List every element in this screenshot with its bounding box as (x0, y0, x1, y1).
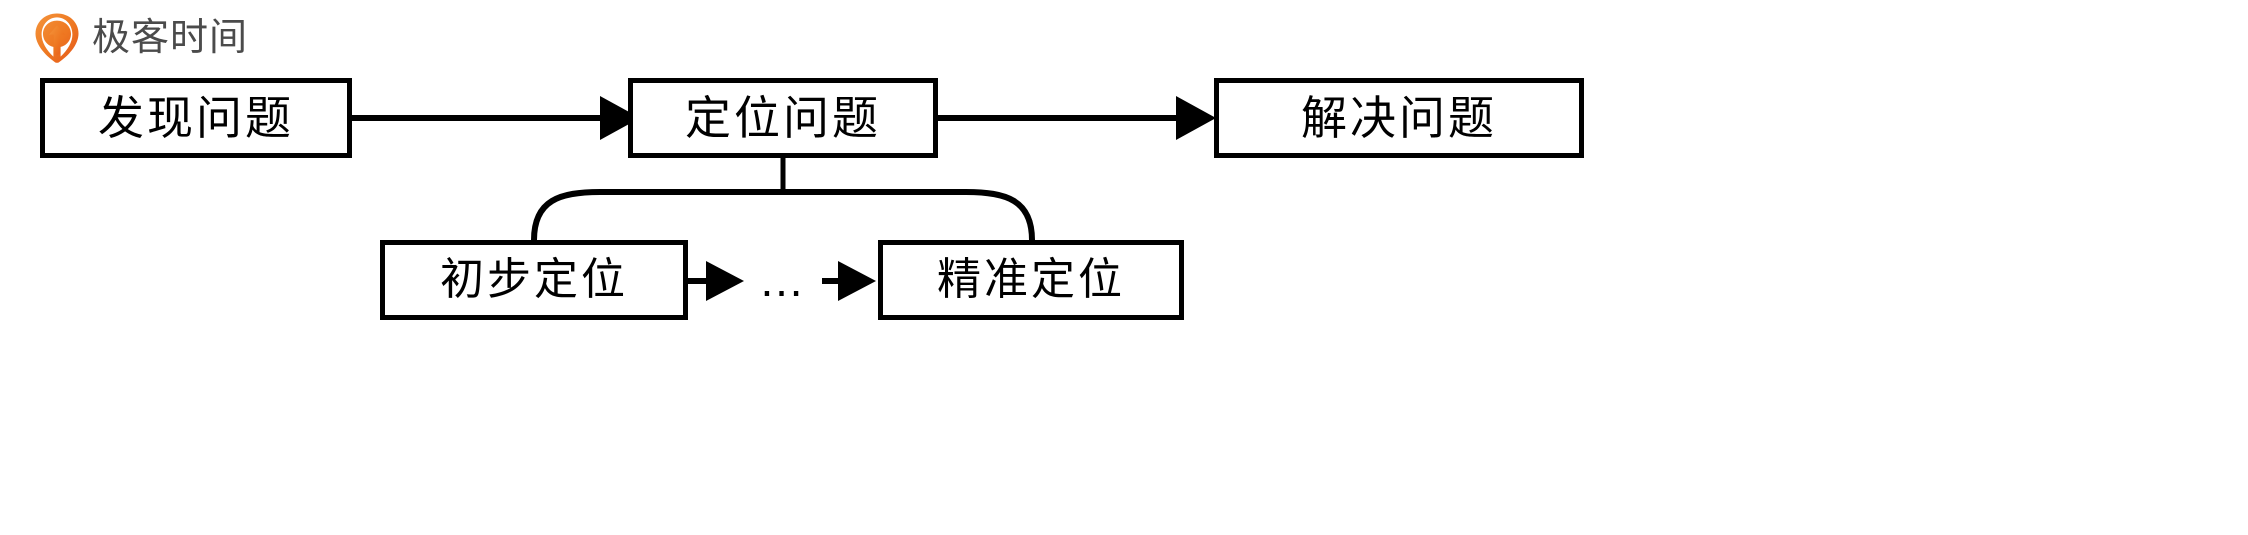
node-precise-locate[interactable]: 精准定位 (878, 240, 1184, 320)
connector-rough-to-ellipsis (688, 261, 744, 301)
node-discover-problem[interactable]: 发现问题 (40, 78, 352, 158)
node-label: 发现问题 (98, 92, 294, 144)
node-label: 定位问题 (685, 92, 881, 144)
node-rough-locate[interactable]: 初步定位 (380, 240, 688, 320)
ellipsis-placeholder: … (758, 254, 808, 306)
node-label: 解决问题 (1301, 92, 1497, 144)
node-label: 初步定位 (440, 255, 628, 304)
geek-time-pin-icon (35, 13, 79, 63)
connector-locate-to-solve (938, 96, 1216, 140)
node-solve-problem[interactable]: 解决问题 (1214, 78, 1584, 158)
connector-ellipsis-to-precise (822, 261, 876, 301)
connector-discover-to-locate (352, 96, 640, 140)
node-label: 精准定位 (937, 255, 1125, 304)
node-locate-problem[interactable]: 定位问题 (628, 78, 938, 158)
brand-logo: 极客时间 (34, 10, 248, 66)
connector-locate-to-subflow (531, 158, 1035, 241)
brand-name: 极客时间 (92, 17, 249, 59)
